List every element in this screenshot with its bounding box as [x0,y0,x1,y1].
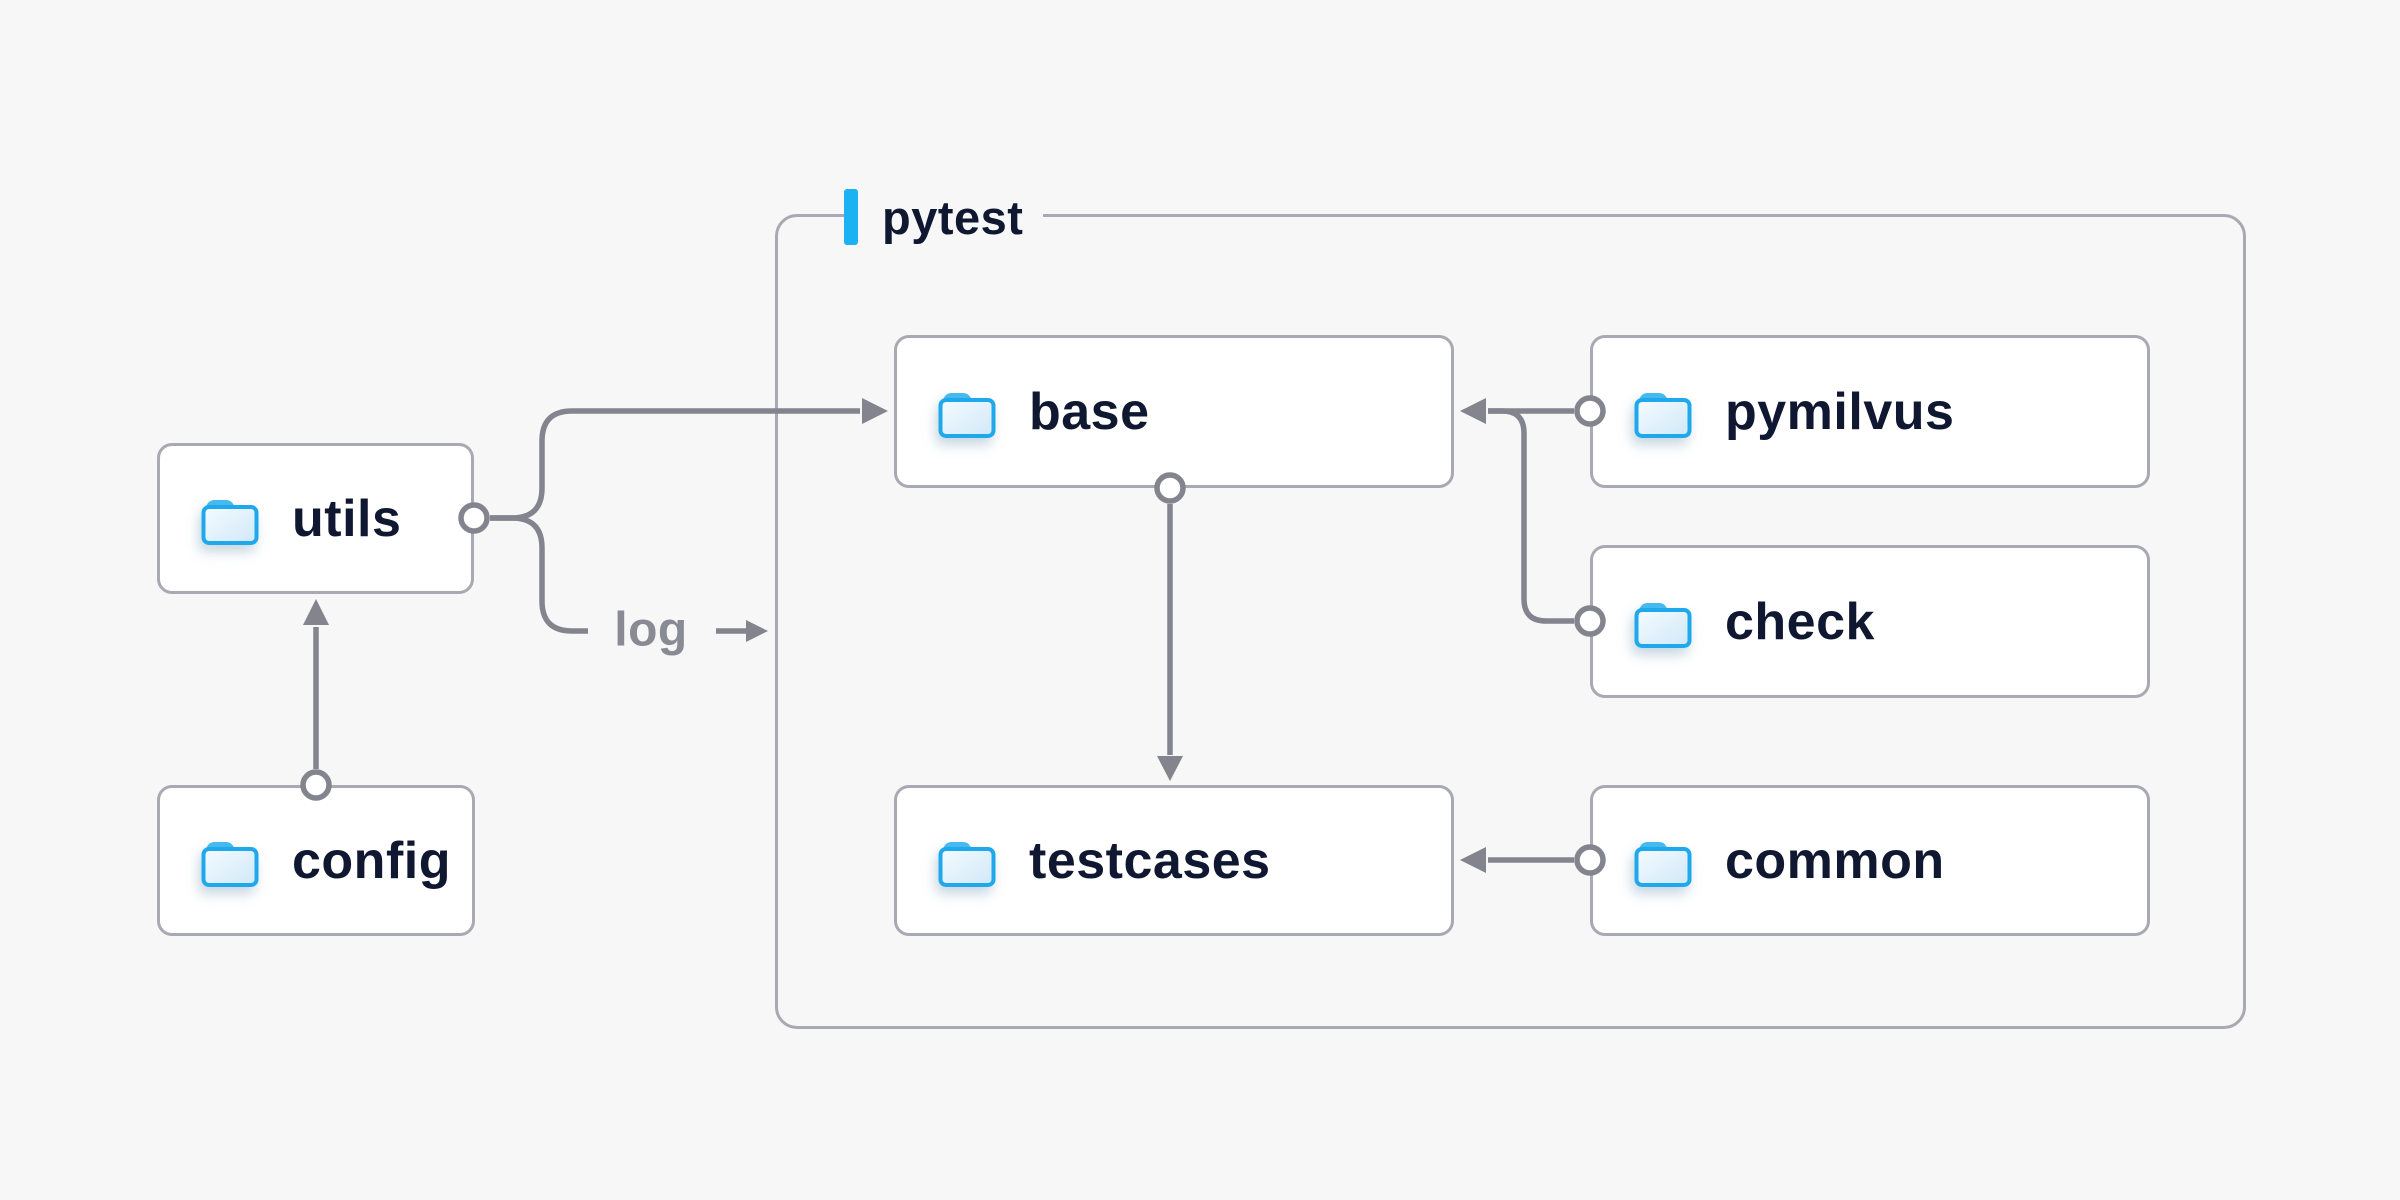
folder-icon [938,841,996,887]
arrowhead-into-utils [303,599,329,625]
log-edge-label: log [614,603,688,657]
folder-icon [201,841,259,887]
arrowhead-into-pytest-group [746,620,768,642]
node-label: pymilvus [1725,382,1955,441]
folder-icon [1634,392,1692,438]
folder-icon [201,499,259,545]
node-label: utils [292,489,402,548]
pytest-group-title: pytest [882,190,1024,244]
edge-utils-log [490,515,588,634]
folder-icon [1634,841,1692,887]
node-pymilvus: pymilvus [1590,335,2150,488]
node-config: config [157,785,475,936]
node-utils: utils [157,443,474,594]
node-label: testcases [1029,831,1271,890]
pytest-group: pytest [775,180,2246,1029]
node-common: common [1590,785,2150,936]
folder-icon [938,392,996,438]
node-label: common [1725,831,1945,890]
accent-bar [844,189,858,245]
pytest-group-label: pytest [844,180,1044,254]
node-check: check [1590,545,2150,698]
node-testcases: testcases [894,785,1454,936]
node-label: base [1029,382,1150,441]
node-label: config [292,831,451,890]
folder-icon [1634,602,1692,648]
node-base: base [894,335,1454,488]
node-label: check [1725,592,1875,651]
